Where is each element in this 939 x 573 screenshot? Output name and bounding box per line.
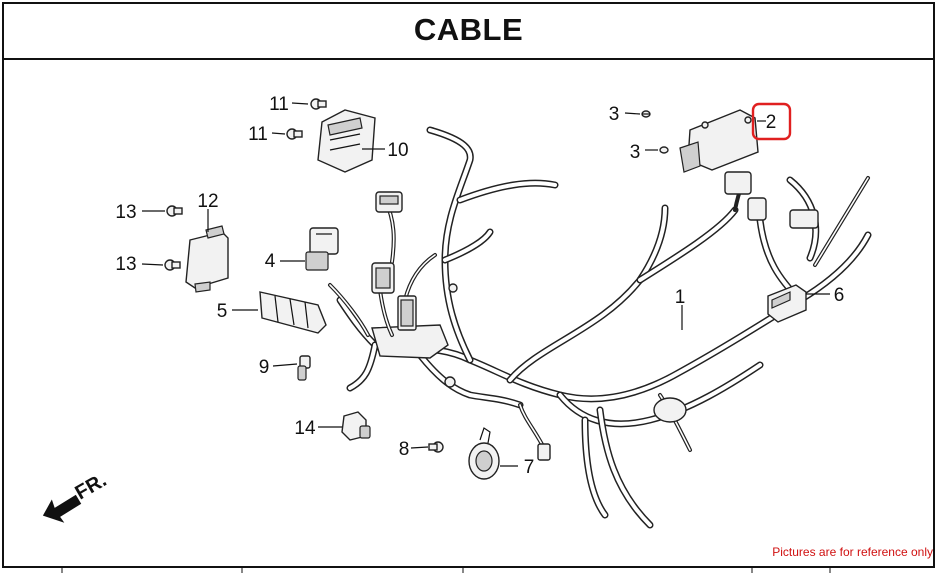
part-4-connector bbox=[305, 227, 339, 271]
bolt-11-lower bbox=[286, 128, 303, 140]
page-title: CABLE bbox=[413, 12, 524, 47]
part-10-regulator bbox=[317, 109, 376, 173]
callout-4: 4 bbox=[265, 251, 276, 272]
callout-12: 12 bbox=[197, 191, 218, 212]
callout-11-lower: 11 bbox=[248, 124, 268, 145]
bolt-11-upper bbox=[310, 98, 327, 110]
part-2-module bbox=[679, 109, 759, 173]
wiring-harness bbox=[328, 126, 872, 529]
callout-8: 8 bbox=[399, 439, 410, 460]
callout-13-lower: 13 bbox=[115, 254, 136, 275]
callout-1: 1 bbox=[675, 287, 686, 308]
callout-numbers: 1 2 3 3 4 5 6 7 8 9 10 11 11 12 13 13 14 bbox=[115, 94, 844, 478]
bolt-13-lower bbox=[164, 259, 181, 271]
part-5-fuse-block bbox=[259, 291, 327, 334]
bottom-table-edge bbox=[61, 568, 831, 573]
reference-note: Pictures are for reference only bbox=[772, 545, 933, 559]
part-7-horn bbox=[468, 427, 500, 480]
front-direction-indicator: FR. bbox=[41, 469, 110, 526]
callout-14: 14 bbox=[294, 418, 316, 439]
callout-5: 5 bbox=[217, 301, 228, 322]
callout-6: 6 bbox=[834, 285, 845, 306]
part-12-module bbox=[185, 225, 229, 293]
callout-3-upper: 3 bbox=[609, 104, 620, 125]
leader-lines bbox=[141, 102, 830, 467]
callout-11-upper: 11 bbox=[269, 94, 289, 115]
title-bar: CABLE bbox=[2, 2, 935, 60]
part-9-sensor bbox=[297, 355, 311, 381]
highlight-box bbox=[751, 102, 792, 141]
callout-13-upper: 13 bbox=[115, 202, 136, 223]
callout-7: 7 bbox=[524, 457, 535, 478]
callout-2: 2 bbox=[766, 112, 777, 133]
part-8-bolt bbox=[428, 441, 444, 453]
bolt-13-upper bbox=[166, 205, 183, 217]
callout-3-lower: 3 bbox=[630, 142, 641, 163]
front-arrow-icon bbox=[41, 493, 83, 526]
callout-9: 9 bbox=[259, 357, 270, 378]
part-6-connector bbox=[767, 284, 807, 323]
callout-10: 10 bbox=[387, 140, 408, 161]
part-14-relay bbox=[341, 411, 371, 441]
bolt-3-lower bbox=[659, 146, 669, 154]
bolt-3-upper bbox=[641, 110, 651, 118]
